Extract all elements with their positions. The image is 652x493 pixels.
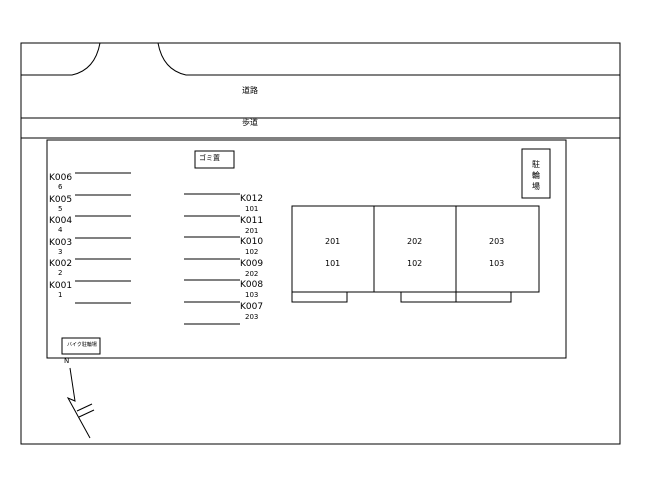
parking-space-room: 102 <box>245 248 259 256</box>
parking-space-number: 5 <box>58 205 63 213</box>
bike-parking-area <box>61 337 101 355</box>
garbage-area <box>194 150 235 169</box>
parking-space-code: K005 <box>49 195 73 205</box>
parking-space-code: K008 <box>240 280 264 290</box>
parking-space-code: K010 <box>240 237 264 247</box>
bicycle-parking-area <box>521 148 551 199</box>
unit-lower-number: 102 <box>407 259 423 268</box>
parking-space-number: 2 <box>58 269 63 277</box>
parking-space-code: K007 <box>240 302 264 312</box>
left-parking-lines <box>75 172 131 304</box>
parking-space-code: K001 <box>49 281 73 291</box>
driveway-curve-right <box>157 42 620 76</box>
sidewalk-label: 歩道 <box>242 118 258 127</box>
unit-upper-number: 203 <box>489 237 505 246</box>
unit-upper-number: 201 <box>325 237 341 246</box>
north-arrow-tick-2 <box>78 409 95 418</box>
parking-space-room: 202 <box>245 270 259 278</box>
parking-space-code: K012 <box>240 194 264 204</box>
garbage-label: ゴミ置 <box>199 154 220 162</box>
road-label: 道路 <box>242 86 258 95</box>
balcony-1 <box>291 291 348 303</box>
parking-space-number: 4 <box>58 226 63 234</box>
parking-space-number: 6 <box>58 183 63 191</box>
balcony-2 <box>400 291 457 303</box>
north-label: N <box>64 357 70 365</box>
parking-space-room: 201 <box>245 227 259 235</box>
driveway-curve-left <box>21 42 101 76</box>
unit-lower-number: 101 <box>325 259 341 268</box>
parking-space-code: K003 <box>49 238 73 248</box>
parking-space-room: 101 <box>245 205 259 213</box>
parking-space-code: K002 <box>49 259 73 269</box>
parking-space-room: 203 <box>245 313 259 321</box>
parking-space-code: K004 <box>49 216 73 226</box>
unit-upper-number: 202 <box>407 237 423 246</box>
site-boundary <box>46 139 567 359</box>
parking-space-code: K011 <box>240 216 264 226</box>
bicycle-parking-label: 駐輪場 <box>532 160 540 191</box>
north-arrow <box>66 367 91 439</box>
parking-space-code: K006 <box>49 173 73 183</box>
bike-parking-label: バイク駐輪場 <box>67 342 97 348</box>
building <box>291 205 540 293</box>
north-arrow-tick-1 <box>76 403 93 412</box>
parking-space-room: 103 <box>245 291 259 299</box>
balcony-3 <box>455 291 512 303</box>
right-parking-lines <box>184 193 240 325</box>
parking-space-code: K009 <box>240 259 264 269</box>
unit-lower-number: 103 <box>489 259 505 268</box>
parking-space-number: 3 <box>58 248 63 256</box>
parking-space-number: 1 <box>58 291 63 299</box>
outer-frame <box>20 42 621 445</box>
